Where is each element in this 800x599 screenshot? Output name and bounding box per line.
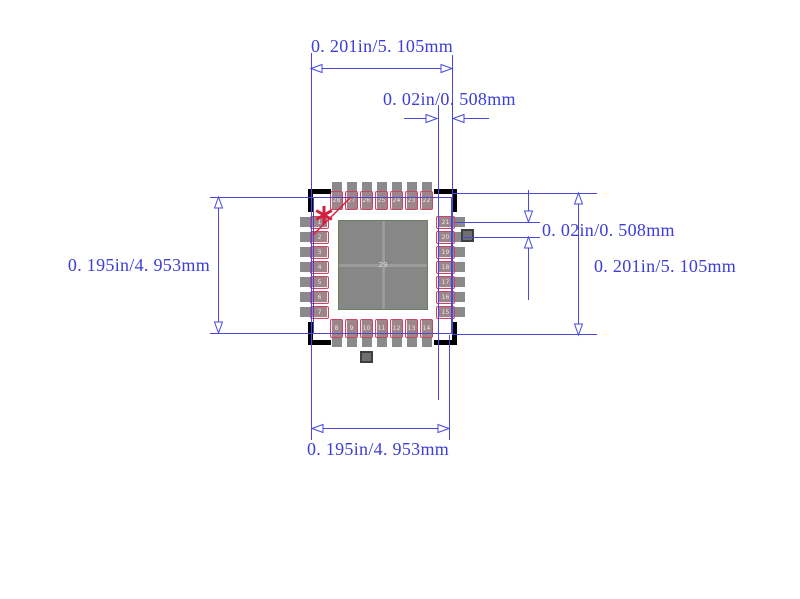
center-thermal-pad: 29 xyxy=(338,220,428,310)
pin-outline: 25 xyxy=(375,191,388,210)
center-pad-number: 29 xyxy=(378,261,388,269)
pin-number: 18 xyxy=(441,263,450,271)
corner-mark-bottom-left xyxy=(308,322,331,345)
pin-number: 20 xyxy=(441,233,450,241)
pin-number: 6 xyxy=(317,293,322,301)
pin-outline: 4 xyxy=(310,261,329,274)
pin-outline: 23 xyxy=(405,191,418,210)
pin-outline: 6 xyxy=(310,291,329,304)
pin-land-pad xyxy=(377,182,387,209)
pin-land-pad xyxy=(422,182,432,209)
pin-outline: 5 xyxy=(310,276,329,289)
pin-number: 19 xyxy=(441,248,450,256)
pin-number: 9 xyxy=(349,324,354,332)
pin-number: 14 xyxy=(422,324,431,332)
pin-number: 13 xyxy=(407,324,416,332)
pin-number: 12 xyxy=(392,324,401,332)
dimension-label-bottom-width: 0. 195in/4. 953mm xyxy=(306,439,450,459)
pin-outline: 20 xyxy=(436,231,455,244)
pin-outline: 17 xyxy=(436,276,455,289)
corner-mark-top-right xyxy=(434,189,457,212)
pin-number: 21 xyxy=(441,218,450,226)
pin-outline: 16 xyxy=(436,291,455,304)
pin-land-pad xyxy=(332,182,342,209)
via-marker-right xyxy=(461,229,474,242)
thermal-pad-quadrant xyxy=(339,266,382,309)
pin-outline: 15 xyxy=(436,306,455,319)
pin-land-pad xyxy=(347,182,357,209)
pin-number: 4 xyxy=(317,263,322,271)
pin-number: 8 xyxy=(334,324,339,332)
pin-number: 24 xyxy=(392,196,401,204)
pin-land-pad xyxy=(362,182,372,209)
package-outline xyxy=(313,197,452,334)
pin-outline: 21 xyxy=(436,216,455,229)
pin-land-pad xyxy=(407,182,417,209)
pin-number: 26 xyxy=(362,196,371,204)
pin-outline: 24 xyxy=(390,191,403,210)
via-marker-bottom xyxy=(360,351,373,363)
pin-outline: 3 xyxy=(310,246,329,259)
thermal-pad-quadrant xyxy=(384,221,427,264)
pin-number: 3 xyxy=(317,248,322,256)
pin-number: 22 xyxy=(422,196,431,204)
pin-number: 16 xyxy=(441,293,450,301)
dimension-label-left-height: 0. 195in/4. 953mm xyxy=(67,255,210,275)
pin-land-pad xyxy=(392,182,402,209)
pin-number: 15 xyxy=(441,308,450,316)
pin-outline: 7 xyxy=(310,306,329,319)
thermal-pad-quadrant xyxy=(384,266,427,309)
pin-number: 25 xyxy=(377,196,386,204)
pin-number: 11 xyxy=(377,324,386,332)
dimension-label-top-pitch: 0. 02in/0. 508mm xyxy=(383,89,516,109)
dimension-label-top-width: 0. 201in/5. 105mm xyxy=(311,36,454,56)
pin-number: 7 xyxy=(317,308,322,316)
dimension-label-right-height: 0. 201in/5. 105mm xyxy=(594,256,737,276)
pin-outline: 19 xyxy=(436,246,455,259)
pin-number: 23 xyxy=(407,196,416,204)
corner-mark-top-left xyxy=(308,189,331,212)
dimension-label-right-pitch: 0. 02in/0. 508mm xyxy=(542,220,675,240)
pin-outline: 18 xyxy=(436,261,455,274)
pin-outline: 26 xyxy=(360,191,373,210)
pin-outline: 22 xyxy=(420,191,433,210)
corner-mark-bottom-right xyxy=(434,322,457,345)
pin-number: 2 xyxy=(317,233,322,241)
pin-number: 5 xyxy=(317,278,322,286)
pin-number: 10 xyxy=(362,324,371,332)
pin-number: 17 xyxy=(441,278,450,286)
